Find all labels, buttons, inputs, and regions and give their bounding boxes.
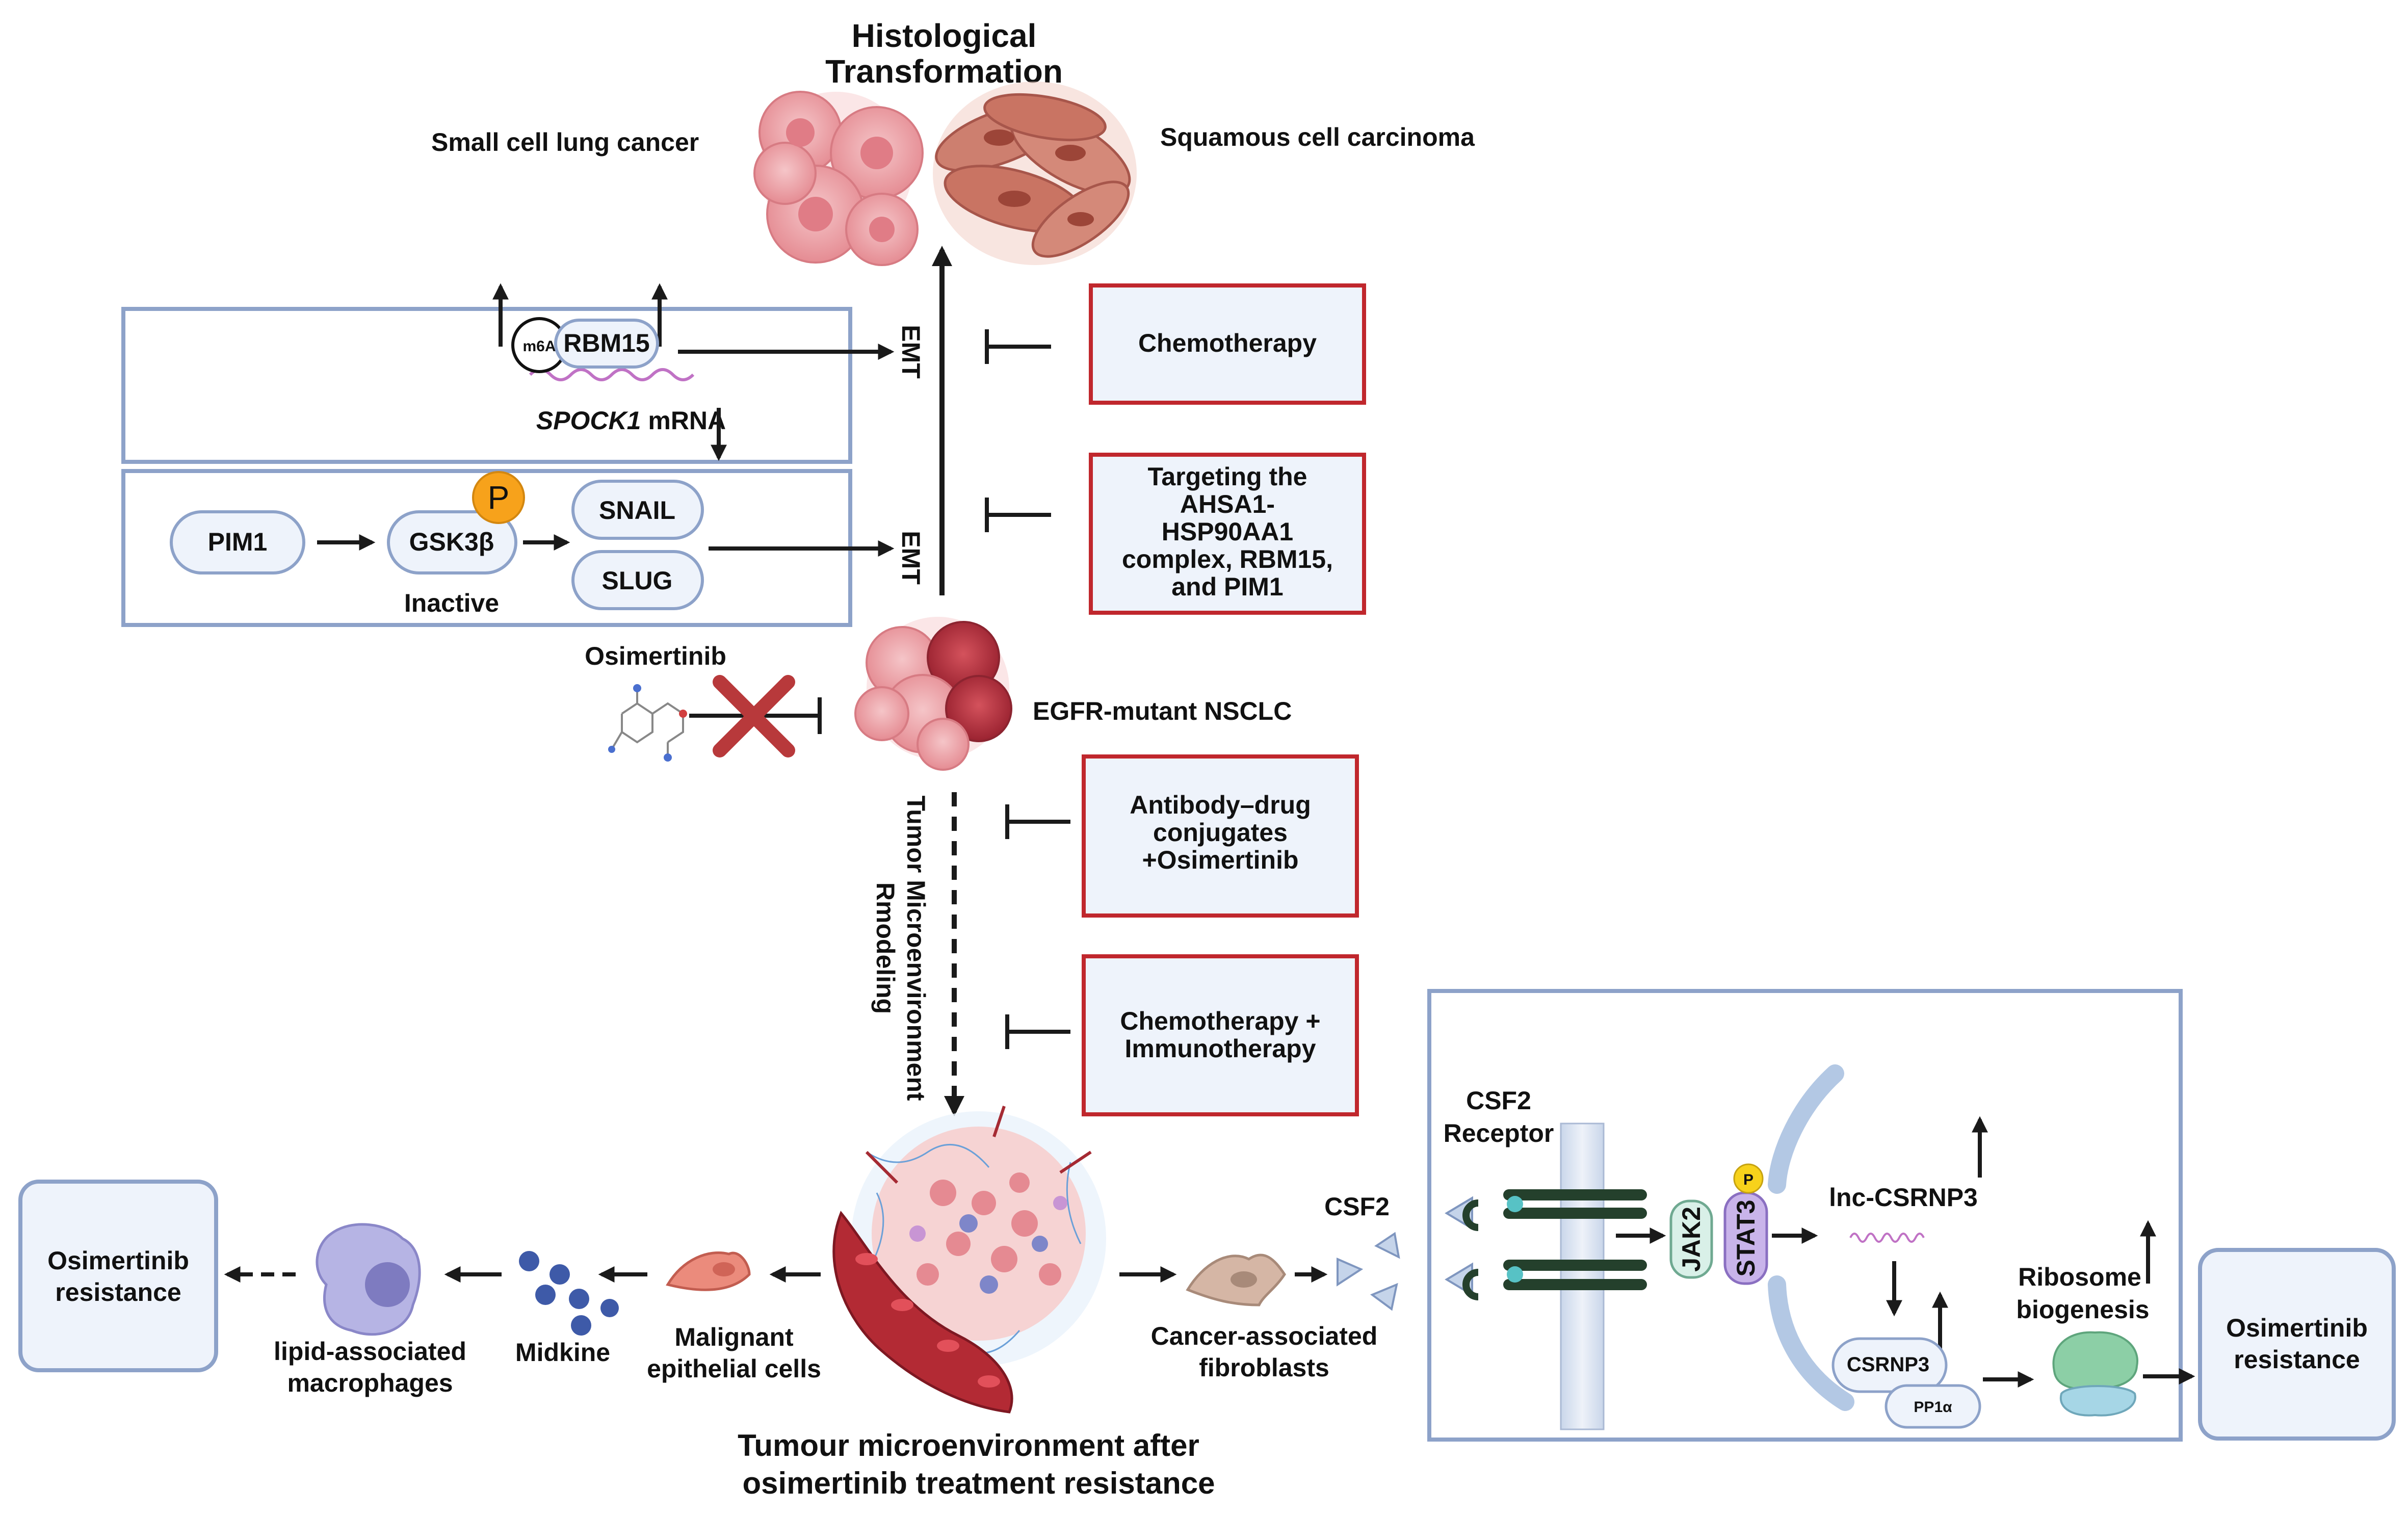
emt-label-top: EMT [897, 325, 925, 379]
egfr-cell-cluster [854, 617, 1012, 771]
ribosome-icon [2052, 1331, 2139, 1417]
emt-label-bottom: EMT [897, 531, 925, 585]
lnc-rna-strand [1849, 1233, 1925, 1243]
phospho-badge [472, 471, 525, 524]
inactive-label: Inactive [404, 589, 499, 617]
sclc-cell-cluster [753, 91, 924, 266]
jak2-node [1669, 1199, 1713, 1279]
m6a-label: m6A [522, 338, 556, 355]
rbm15-label: RBM15 [563, 329, 649, 357]
caf-label-line-1: Cancer-associated [1151, 1322, 1378, 1350]
pim1-label: PIM1 [208, 528, 268, 556]
therapy-adc-line-3: +Osimertinib [1142, 846, 1298, 874]
therapy-chemotherapy-label: Chemotherapy [1138, 329, 1317, 357]
macrophage-label-line-2: macrophages [287, 1369, 453, 1397]
macrophage-label-line-1: lipid-associated [274, 1337, 466, 1366]
resistance-box-right [2198, 1248, 2396, 1441]
receptor-complex-icon [1445, 1189, 1647, 1300]
remodel-label-line-1: Tumor Microenvironment [902, 795, 930, 1101]
therapy-targeting-line-5: and PIM1 [1171, 572, 1283, 601]
gsk3b-node [387, 510, 517, 574]
stat3-phospho-label: P [1743, 1171, 1753, 1188]
pp1a-label: PP1α [1914, 1399, 1952, 1416]
therapy-targeting-line-3: HSP90AA1 [1162, 517, 1293, 546]
malignant-label-line-2: epithelial cells [647, 1354, 821, 1383]
caf-icon [1186, 1253, 1287, 1307]
stat3-phospho-badge [1733, 1163, 1764, 1194]
cell-membrane [1560, 1122, 1605, 1430]
malignant-epithelial-cell-icon [666, 1251, 751, 1291]
therapy-chemotherapy [1089, 283, 1366, 405]
tme-label-line-2: osimertinib treatment resistance [743, 1466, 1215, 1500]
ribosome-label-line-2: biogenesis [2016, 1295, 2149, 1324]
therapy-targeting-line-4: complex, RBM15, [1122, 545, 1333, 573]
jak2-label: JAK2 [1677, 1207, 1706, 1272]
csrnp3-label: CSRNP3 [1847, 1353, 1929, 1376]
scc-cell-cluster [933, 82, 1137, 265]
csf2-ligand-icons [1337, 1232, 1400, 1311]
csf2-label: CSF2 [1324, 1192, 1390, 1221]
csf2-receptor-label-line-2: Receptor [1444, 1119, 1554, 1147]
slug-node [571, 550, 704, 610]
rbm15-node [554, 319, 659, 369]
therapy-targeting-line-1: Targeting the [1148, 462, 1307, 491]
phospho-badge-label: P [488, 479, 510, 516]
csrnp3-node [1831, 1337, 1948, 1393]
spock1-mrna-strand [529, 368, 695, 381]
therapy-adc-line-1: Antibody–drug [1130, 791, 1311, 819]
resistance-left-line-1: Osimertinib [47, 1246, 189, 1275]
midkine-icon [519, 1251, 619, 1336]
therapy-targeting-line-2: AHSA1- [1180, 490, 1275, 518]
nuclear-envelope [1768, 1064, 1854, 1411]
resistance-right-line-2: resistance [2234, 1345, 2360, 1374]
mrna-suffix: mRNA [641, 406, 726, 435]
pp1a-node [1884, 1384, 1981, 1429]
malignant-label-line-1: Malignant [674, 1323, 794, 1351]
caf-label-line-2: fibroblasts [1199, 1353, 1329, 1382]
blocked-cross-icon [713, 675, 795, 758]
lnc-csrnp3-label: lnc-CSRNP3 [1829, 1183, 1978, 1212]
osimertinib-molecule-icon [608, 684, 687, 762]
csf2-receptor-label-line-1: CSF2 [1466, 1086, 1531, 1115]
resistance-box-left [18, 1180, 218, 1372]
sclc-label: Small cell lung cancer [431, 128, 699, 156]
gsk3b-label: GSK3β [409, 528, 494, 556]
snail-label: SNAIL [599, 496, 675, 525]
slug-label: SLUG [602, 566, 673, 595]
osimertinib-label: Osimertinib [585, 642, 726, 670]
pim1-node [170, 510, 305, 574]
therapy-adc-line-2: conjugates [1153, 818, 1288, 847]
title-line-1: Histological [852, 17, 1037, 54]
macrophage-icon [316, 1223, 421, 1336]
spock1-gene-name: SPOCK1 [536, 406, 641, 435]
tumour-microenvironment-icon [832, 1106, 1106, 1414]
egfr-label: EGFR-mutant NSCLC [1033, 697, 1292, 725]
spock1-mrna-label: SPOCK1 mRNA [536, 406, 726, 435]
therapy-adc [1082, 754, 1359, 918]
stat3-label: STAT3 [1732, 1200, 1760, 1277]
snail-node [571, 480, 704, 540]
therapy-chemo-immuno [1082, 954, 1359, 1116]
therapy-chemo-immuno-line-2: Immunotherapy [1124, 1034, 1316, 1063]
remodel-label-line-2: Rmodeling [871, 882, 900, 1014]
rbm15-panel [121, 307, 852, 464]
therapy-chemo-immuno-line-1: Chemotherapy + [1120, 1007, 1320, 1035]
therapy-targeting [1089, 453, 1366, 615]
midkine-label: Midkine [515, 1338, 610, 1367]
resistance-right-line-1: Osimertinib [2226, 1314, 2368, 1342]
scc-label: Squamous cell carcinoma [1160, 123, 1475, 151]
resistance-left-line-2: resistance [55, 1278, 181, 1307]
tme-label-line-1: Tumour microenvironment after [738, 1428, 1199, 1462]
ribosome-label-line-1: Ribosome [2018, 1263, 2141, 1291]
